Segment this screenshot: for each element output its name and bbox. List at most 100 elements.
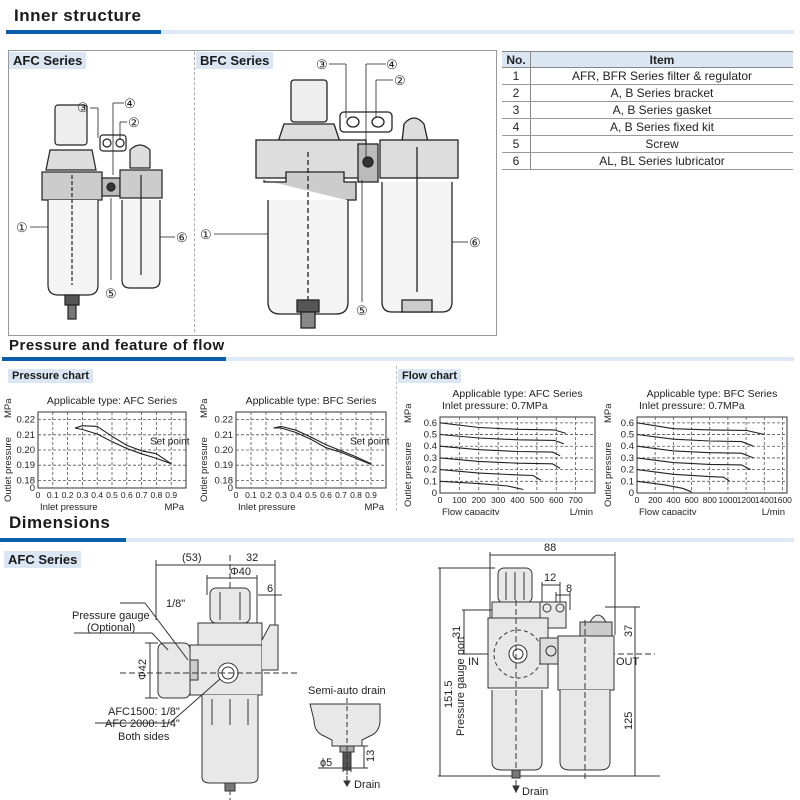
chart-title: Applicable type: AFC Series — [452, 388, 582, 400]
pressure-chart-label: Pressure chart — [8, 369, 94, 383]
x-tick-label: 600 — [549, 495, 563, 505]
bfc-callout-1: ① — [200, 227, 212, 242]
inner-structure-frame — [8, 50, 497, 336]
section-divider-light — [161, 30, 794, 34]
dim-6: 6 — [267, 583, 273, 595]
set-point-annotation: Set point — [350, 437, 390, 448]
callout-5: ⑤ — [105, 286, 117, 301]
y-axis-label: Outlet pressure — [603, 442, 614, 507]
series-line-0.3 — [636, 457, 751, 471]
x-tick-label: 0.1 — [245, 490, 257, 500]
y-tick-label: 0.2 — [424, 465, 437, 476]
bfc-callout-5: ⑤ — [356, 303, 368, 318]
y-tick-label: 0.21 — [17, 430, 36, 441]
plot-frame — [636, 416, 788, 494]
dim-37: 37 — [623, 625, 635, 637]
parts-table-header: No. Item — [502, 51, 793, 68]
x-tick-label: 200 — [472, 495, 486, 505]
chart-title: Applicable type: BFC Series — [647, 388, 778, 400]
y-tick-label: 0 — [228, 483, 233, 494]
y-tick-label: 0.20 — [17, 445, 36, 456]
callout-2: ② — [128, 115, 140, 130]
series-line-0.6 — [636, 422, 765, 436]
row-no: 6 — [502, 152, 531, 170]
y-tick-label: 0.20 — [215, 445, 234, 456]
dimensions-afc-series-label: AFC Series — [4, 551, 82, 568]
afc-series-label: AFC Series — [9, 52, 87, 69]
row-item: A, B Series gasket — [530, 101, 793, 119]
x-tick-label: 0.1 — [47, 490, 59, 500]
series-line-lower — [74, 427, 172, 465]
out-label: OUT — [616, 656, 640, 668]
y-axis-unit: MPa — [199, 398, 210, 418]
section-title-inner-structure: Inner structure — [14, 6, 142, 25]
row-no: 3 — [502, 101, 531, 119]
bfc-callout-4: ④ — [386, 57, 398, 72]
flow-chart-label: Flow chart — [398, 369, 462, 383]
port-note-both-sides: Both sides — [118, 731, 170, 743]
series-line-0.6 — [439, 422, 567, 434]
x-tick-label: 400 — [510, 495, 524, 505]
section-divider-accent — [0, 538, 126, 542]
port-1-8: 1/8" — [166, 598, 185, 610]
gauge-label-line1: Pressure gauge — [72, 610, 150, 622]
x-tick-label: 1400 — [755, 495, 774, 505]
row-item: A, B Series bracket — [530, 84, 793, 102]
callout-1: ① — [16, 220, 28, 235]
x-tick-label: 0.8 — [350, 490, 362, 500]
y-axis-label: Outlet pressure — [3, 437, 14, 502]
x-tick-label: 0.5 — [305, 490, 317, 500]
x-axis-unit: L/min — [570, 507, 593, 515]
x-tick-label: 700 — [569, 495, 583, 505]
series-line-upper — [273, 425, 372, 465]
y-axis-unit: MPa — [3, 398, 14, 418]
series-line-0.1 — [636, 480, 692, 493]
x-tick-label: 200 — [648, 495, 662, 505]
x-tick-label: 500 — [530, 495, 544, 505]
callout-3: ③ — [77, 100, 89, 115]
y-tick-label: 0.18 — [215, 475, 234, 486]
row-item: AFR, BFR Series filter & regulator — [530, 67, 793, 85]
y-tick-label: 0.18 — [17, 475, 36, 486]
x-tick-label: 0.2 — [62, 490, 74, 500]
x-tick-label: 0.7 — [136, 490, 148, 500]
dim-13: 13 — [365, 750, 377, 762]
x-tick-label: 0.5 — [106, 490, 118, 500]
section-divider-light — [126, 538, 794, 542]
x-axis-label: Flow capacity — [639, 507, 697, 515]
dim-125: 125 — [623, 712, 635, 730]
section-divider-accent — [6, 30, 161, 34]
x-tick-label: 0.6 — [320, 490, 332, 500]
chart-separator — [396, 366, 397, 511]
y-tick-label: 0.22 — [17, 415, 36, 426]
chart-title: Applicable type: AFC Series — [47, 395, 177, 407]
series-line-0.5 — [636, 433, 754, 447]
x-tick-label: 800 — [703, 495, 717, 505]
in-label: IN — [468, 656, 479, 668]
x-tick-label: 0.8 — [150, 490, 162, 500]
x-tick-label: 0.3 — [275, 490, 287, 500]
y-tick-label: 0.4 — [424, 441, 437, 452]
y-tick-label: 0.19 — [215, 460, 234, 471]
y-tick-label: 0 — [432, 488, 437, 499]
port-note-afc2000: AFC 2000: 1/4" — [105, 718, 180, 730]
x-tick-label: 0.4 — [290, 490, 302, 500]
x-axis-unit: L/min — [762, 507, 785, 515]
bfc-series-label: BFC Series — [196, 52, 274, 69]
section-title-dimensions: Dimensions — [9, 513, 111, 532]
section-divider-light — [226, 357, 794, 361]
y-tick-label: 0.6 — [424, 418, 437, 429]
y-tick-label: 0 — [629, 488, 634, 499]
header-item: Item — [530, 51, 793, 68]
y-tick-label: 0.22 — [215, 415, 234, 426]
series-line-0.4 — [636, 445, 754, 459]
x-tick-label: 1200 — [737, 495, 756, 505]
y-axis-label: Outlet pressure — [403, 442, 414, 507]
x-tick-label: 0.9 — [365, 490, 377, 500]
y-tick-label: 0.5 — [424, 430, 437, 441]
